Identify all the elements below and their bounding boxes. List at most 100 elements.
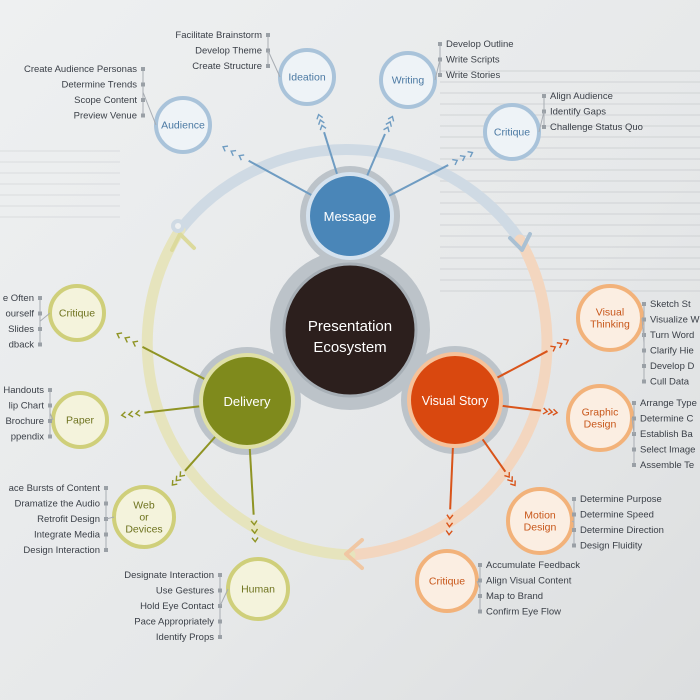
chevron-arrow-icon: [550, 345, 557, 352]
chevron-arrow-icon: [556, 342, 563, 349]
list-item: Develop Outline: [446, 39, 514, 50]
node-audience: Audience: [154, 96, 212, 154]
connector-line: [248, 448, 255, 515]
chevron-arrow-icon: [510, 480, 516, 487]
list-item: Write Scripts: [446, 55, 500, 66]
list-item: Pace Appropriately: [134, 617, 214, 628]
node-label: Graphic: [582, 407, 619, 419]
list-item: Map to Brand: [486, 591, 543, 602]
node-label: Web: [133, 500, 155, 512]
chevron-arrow-icon: [238, 154, 245, 161]
node-label: Motion: [524, 510, 556, 522]
list-item: Develop Theme: [195, 46, 262, 57]
list-item: Determine Direction: [580, 525, 664, 536]
node-ideation: Ideation: [278, 48, 336, 106]
connector-line: [144, 405, 200, 414]
list-item: Write Stories: [446, 70, 500, 81]
chevron-arrow-icon: [547, 408, 554, 416]
connectors: [142, 131, 548, 515]
list-item: Accumulate Feedback: [486, 560, 580, 571]
list-item: Cull Data: [650, 377, 690, 388]
list-item: Challenge Status Quo: [550, 122, 643, 133]
hub-visual-story: Visual Story: [407, 352, 503, 448]
center-title-line2: Ecosystem: [313, 339, 386, 356]
chevron-arrow-icon: [120, 411, 127, 419]
list-item: Brochure: [5, 416, 44, 427]
connector-line: [449, 447, 454, 510]
chevron-arrow-icon: [446, 514, 454, 520]
node-human: Human: [226, 557, 290, 621]
list-item: ourself: [5, 309, 34, 320]
node-label: Design: [584, 419, 617, 431]
node-label: Ideation: [288, 72, 326, 84]
chevron-arrows: [116, 113, 570, 543]
cycle-arrowheads: [170, 219, 532, 570]
list-item: Assemble Te: [640, 460, 694, 471]
list-item: e Often: [3, 293, 34, 304]
chevron-arrow-icon: [542, 407, 549, 415]
chevron-arrow-icon: [452, 158, 459, 166]
list-item: Develop D: [650, 361, 694, 372]
list-item: Create Structure: [192, 61, 262, 72]
list-item: Design Interaction: [23, 545, 100, 556]
hub-message-label: Message: [324, 209, 377, 224]
list-item: Turn Word: [650, 330, 694, 341]
background-text-bleed: [0, 150, 120, 220]
hub-delivery-label: Delivery: [224, 394, 271, 409]
chevron-arrow-icon: [445, 530, 453, 536]
list-item: Visualize W: [650, 315, 699, 326]
chevron-arrow-icon: [563, 338, 570, 345]
chevron-arrow-icon: [446, 522, 454, 528]
connector-line: [366, 133, 386, 176]
list-item: dback: [9, 340, 35, 351]
chevron-arrow-icon: [552, 408, 559, 416]
connector-line: [481, 438, 507, 473]
chevron-arrow-icon: [175, 475, 182, 482]
list-item: Design Fluidity: [580, 541, 643, 552]
hub-message: Message: [306, 172, 394, 260]
list-item: Identify Props: [156, 632, 214, 643]
list-item: Determine Trends: [61, 80, 137, 91]
connector-line: [184, 436, 216, 472]
node-writing: Writing: [379, 51, 437, 109]
list-item: Align Audience: [550, 91, 613, 102]
chevron-arrow-icon: [387, 115, 395, 122]
chevron-arrow-icon: [116, 332, 123, 339]
chevron-arrow-icon: [467, 150, 474, 158]
center-title-line1: Presentation: [308, 318, 392, 335]
chevron-arrow-icon: [507, 476, 513, 483]
hub-visual-story-label: Visual Story: [422, 394, 489, 408]
list-item: Hold Eye Contact: [140, 601, 214, 612]
list-item: Integrate Media: [34, 530, 101, 541]
node-label: Thinking: [590, 319, 630, 331]
connector-line: [248, 159, 312, 196]
node-paper: Paper: [51, 391, 109, 449]
chevron-arrow-icon: [316, 113, 324, 120]
connector-line: [388, 164, 449, 197]
node-label: or: [139, 512, 149, 524]
background-text-bleed: [440, 70, 700, 300]
chevron-arrow-icon: [250, 520, 258, 526]
chevron-arrow-icon: [251, 537, 259, 543]
node-label: Critique: [59, 308, 95, 320]
list-item: Use Gestures: [156, 586, 214, 597]
list-item: Arrange Type: [640, 398, 697, 409]
list-item: Scope Content: [74, 95, 137, 106]
chevron-arrow-icon: [127, 410, 134, 418]
chevron-arrow-icon: [132, 340, 139, 347]
